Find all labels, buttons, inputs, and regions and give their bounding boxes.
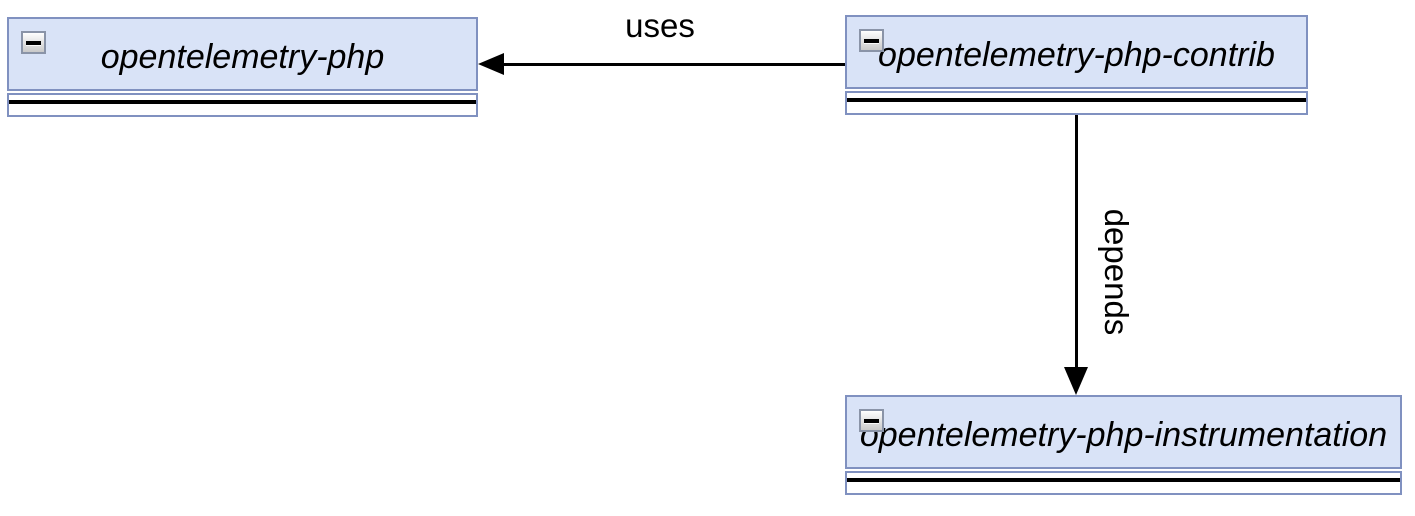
node-collapsed-body [7, 93, 478, 117]
node-opentelemetry-php-contrib[interactable]: opentelemetry-php-contrib [845, 15, 1308, 115]
node-collapsed-body [845, 471, 1402, 495]
node-label: opentelemetry-php-contrib [878, 35, 1275, 74]
collapse-button[interactable] [859, 409, 884, 432]
node-opentelemetry-php[interactable]: opentelemetry-php [7, 17, 478, 117]
node-collapsed-body [845, 91, 1308, 115]
collapse-button[interactable] [21, 31, 46, 54]
edge-depends-line [1075, 115, 1078, 368]
edge-uses-line [502, 63, 845, 66]
arrowhead-down-icon [1064, 367, 1088, 395]
arrowhead-left-icon [478, 53, 504, 75]
divider-line [9, 100, 476, 104]
node-opentelemetry-php-instrumentation[interactable]: opentelemetry-php-instrumentation [845, 395, 1402, 495]
minus-icon [864, 38, 879, 43]
node-label: opentelemetry-php-instrumentation [859, 415, 1388, 454]
node-title-bar: opentelemetry-php-contrib [845, 15, 1308, 89]
collapse-button[interactable] [859, 29, 884, 52]
edge-label-depends: depends [1098, 208, 1135, 336]
node-label: opentelemetry-php [100, 37, 385, 76]
minus-icon [26, 40, 41, 45]
divider-line [847, 478, 1400, 482]
divider-line [847, 98, 1306, 102]
minus-icon [864, 418, 879, 423]
node-title-bar: opentelemetry-php-instrumentation [845, 395, 1402, 469]
edge-label-uses: uses [625, 7, 695, 44]
node-title-bar: opentelemetry-php [7, 17, 478, 91]
